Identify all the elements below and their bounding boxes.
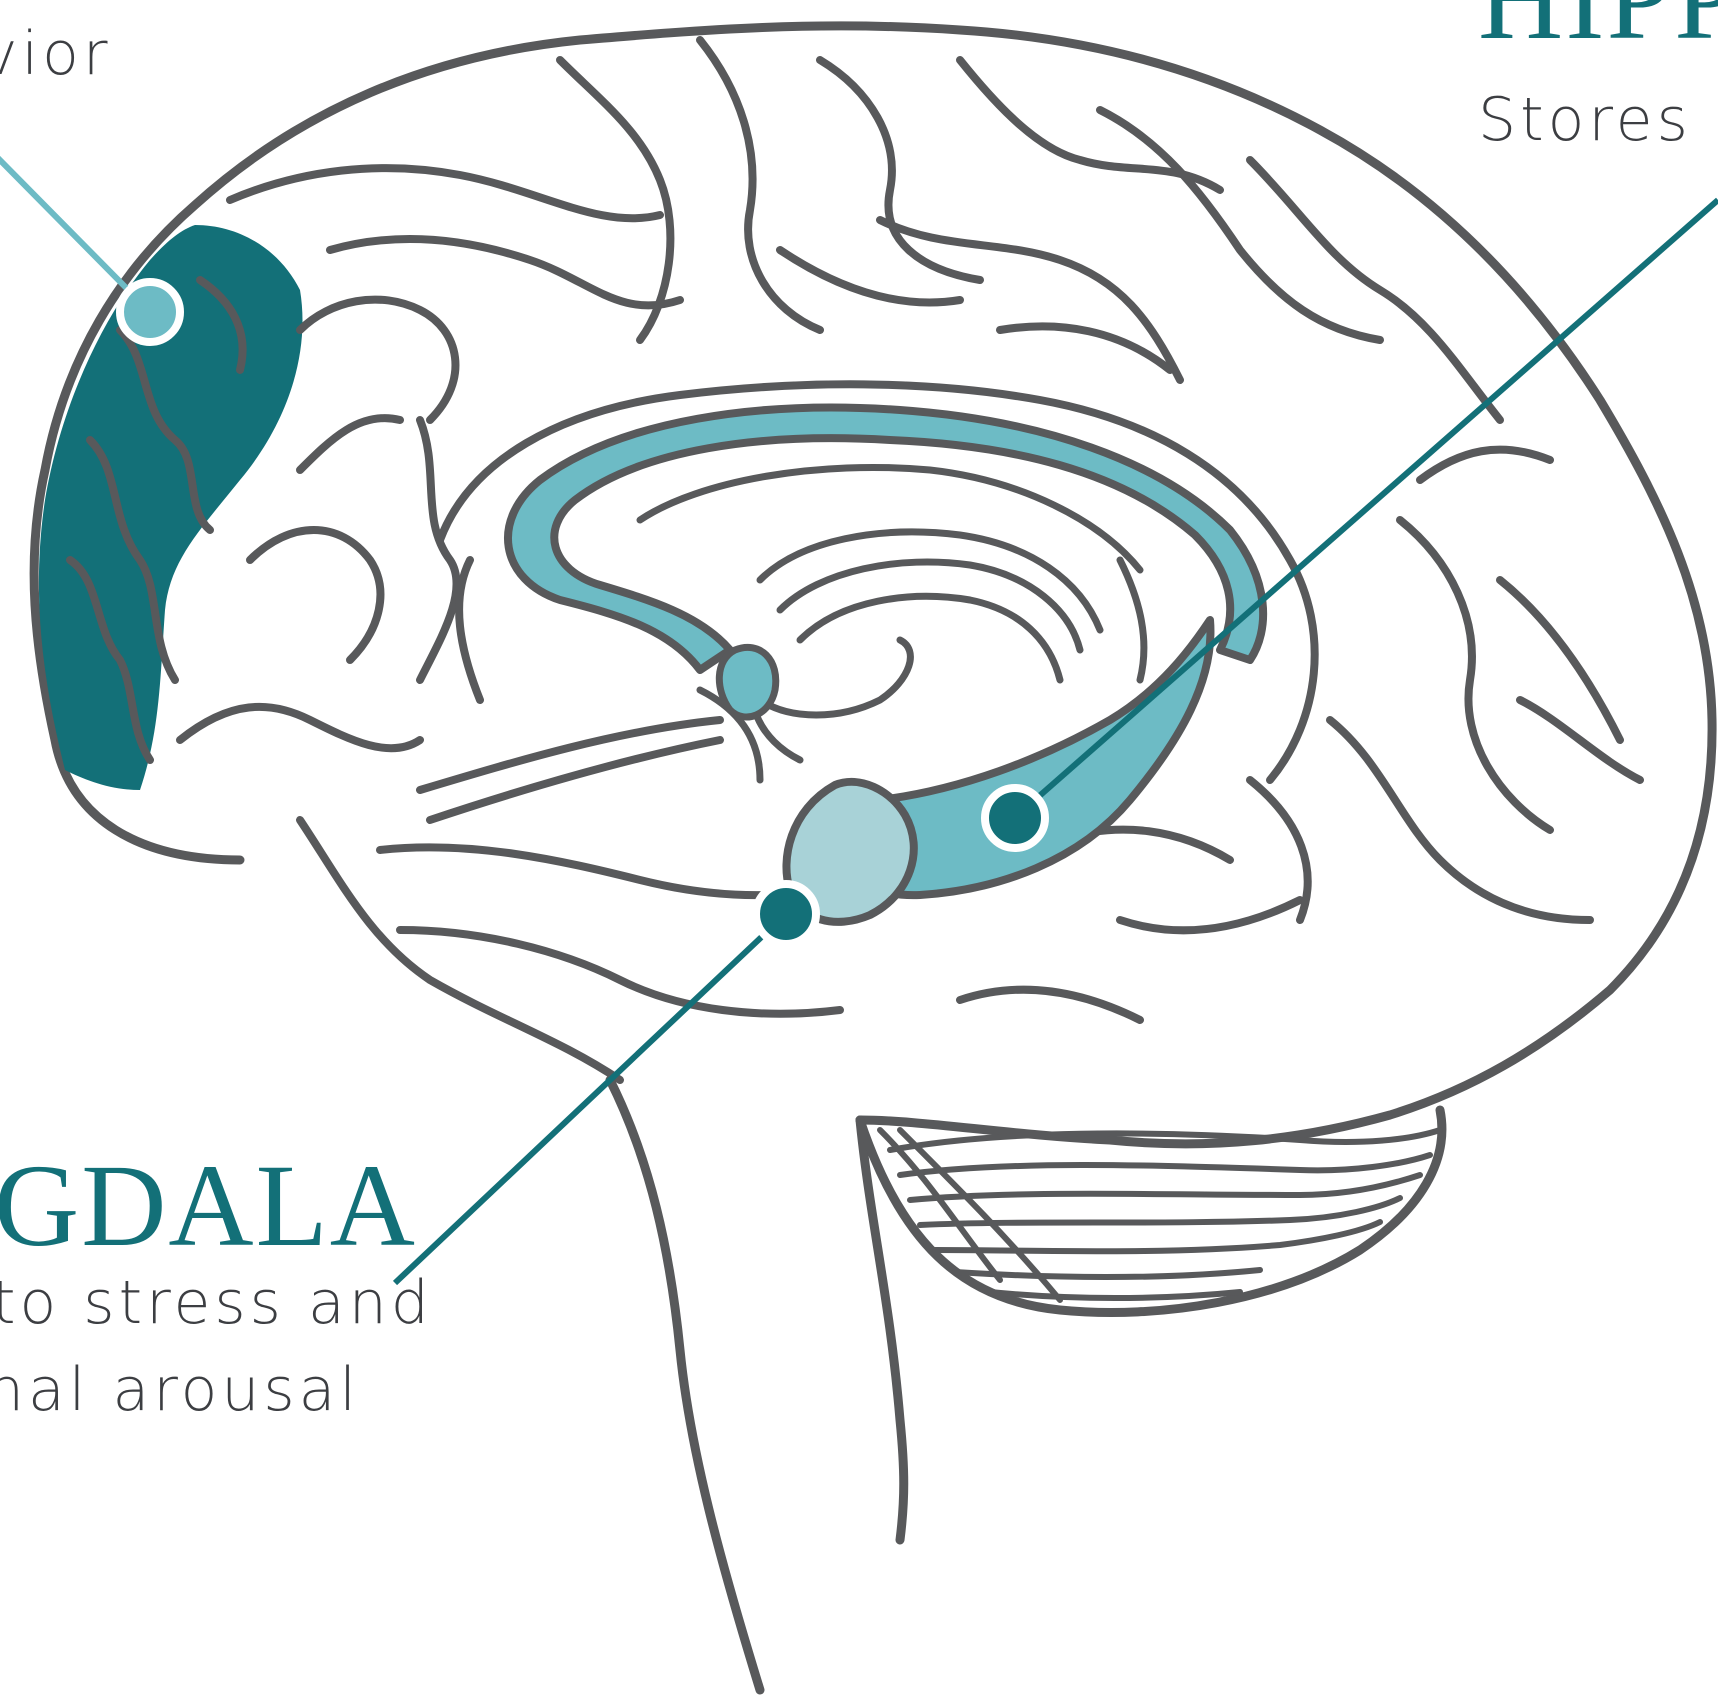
- amygdala-marker-dot: [756, 884, 816, 944]
- amygdala-title-fragment: GDALA: [0, 1147, 417, 1265]
- prefrontal-description-fragment: vior: [0, 24, 112, 84]
- hippocampus-description-fragment: Stores l: [1478, 90, 1718, 150]
- amygdala-description-line-2: nal arousal: [0, 1360, 360, 1420]
- corpus-callosum: [508, 408, 1263, 670]
- hippocampus-title-fragment: HIPP: [1478, 0, 1718, 58]
- cerebellum-folia: [880, 1130, 1440, 1300]
- prefrontal-marker-dot: [120, 282, 180, 342]
- hippocampus-marker-dot: [985, 788, 1045, 848]
- fornix-bulb: [719, 647, 775, 717]
- amygdala-description-line-1: to stress and: [0, 1273, 433, 1333]
- thalamus-lines: [640, 467, 1144, 780]
